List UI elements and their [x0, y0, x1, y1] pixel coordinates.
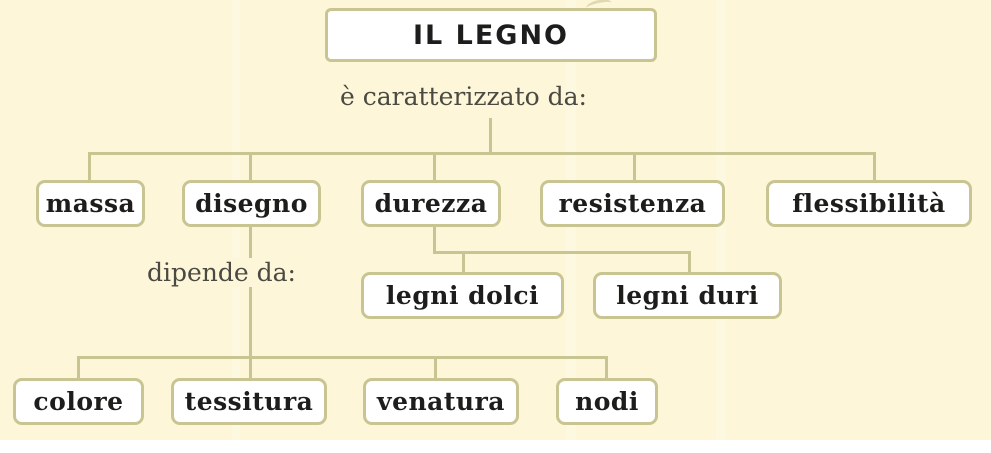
- node-massa-label: massa: [45, 189, 136, 218]
- caption-e-caratterizzato-da: è caratterizzato da:: [340, 82, 587, 111]
- connector-level1-bus: [88, 152, 876, 155]
- node-legni-dolci[interactable]: legni dolci: [361, 272, 564, 319]
- connector-drop-durezza: [433, 152, 436, 180]
- node-legni-dolci-label: legni dolci: [385, 281, 540, 310]
- node-root-label: IL LEGNO: [412, 19, 569, 51]
- caption-dipende-da: dipende da:: [143, 258, 300, 287]
- node-disegno[interactable]: disegno: [182, 180, 321, 227]
- node-durezza-label: durezza: [374, 189, 488, 218]
- node-flessibilita-label: flessibilità: [792, 189, 946, 218]
- connector-drop-massa: [88, 152, 91, 180]
- node-venatura[interactable]: venatura: [363, 378, 519, 425]
- connector-drop-colore: [77, 356, 80, 379]
- node-legni-duri[interactable]: legni duri: [593, 272, 782, 319]
- connector-drop-flessibilita: [873, 152, 876, 180]
- connector-disegno-bus: [77, 356, 608, 359]
- connector-drop-venatura: [434, 356, 437, 379]
- caption-disegno-text: dipende da:: [147, 258, 296, 287]
- node-durezza[interactable]: durezza: [361, 180, 501, 227]
- caption-root-text: è caratterizzato da:: [340, 82, 587, 111]
- node-nodi-label: nodi: [575, 387, 639, 416]
- connector-drop-resistenza: [633, 152, 636, 180]
- node-venatura-label: venatura: [377, 387, 505, 416]
- connector-durezza-bus: [433, 251, 691, 254]
- node-disegno-label: disegno: [195, 189, 308, 218]
- connector-drop-tessitura: [249, 356, 252, 379]
- node-resistenza[interactable]: resistenza: [540, 180, 725, 227]
- connector-root-stem: [489, 118, 492, 155]
- connector-disegno-stem: [249, 227, 252, 357]
- connector-drop-legni-dolci: [462, 251, 465, 273]
- node-nodi[interactable]: nodi: [556, 378, 658, 425]
- node-tessitura-label: tessitura: [184, 387, 314, 416]
- node-colore[interactable]: colore: [13, 378, 144, 425]
- node-tessitura[interactable]: tessitura: [171, 378, 327, 425]
- node-resistenza-label: resistenza: [558, 189, 707, 218]
- connector-drop-disegno: [249, 152, 252, 180]
- connector-durezza-stem: [433, 227, 436, 254]
- node-colore-label: colore: [33, 387, 124, 416]
- connector-drop-nodi: [605, 356, 608, 379]
- node-root-il-legno[interactable]: IL LEGNO: [325, 8, 657, 62]
- node-legni-duri-label: legni duri: [616, 281, 759, 310]
- node-flessibilita[interactable]: flessibilità: [766, 180, 972, 227]
- node-massa[interactable]: massa: [36, 180, 145, 227]
- connector-drop-legni-duri: [688, 251, 691, 273]
